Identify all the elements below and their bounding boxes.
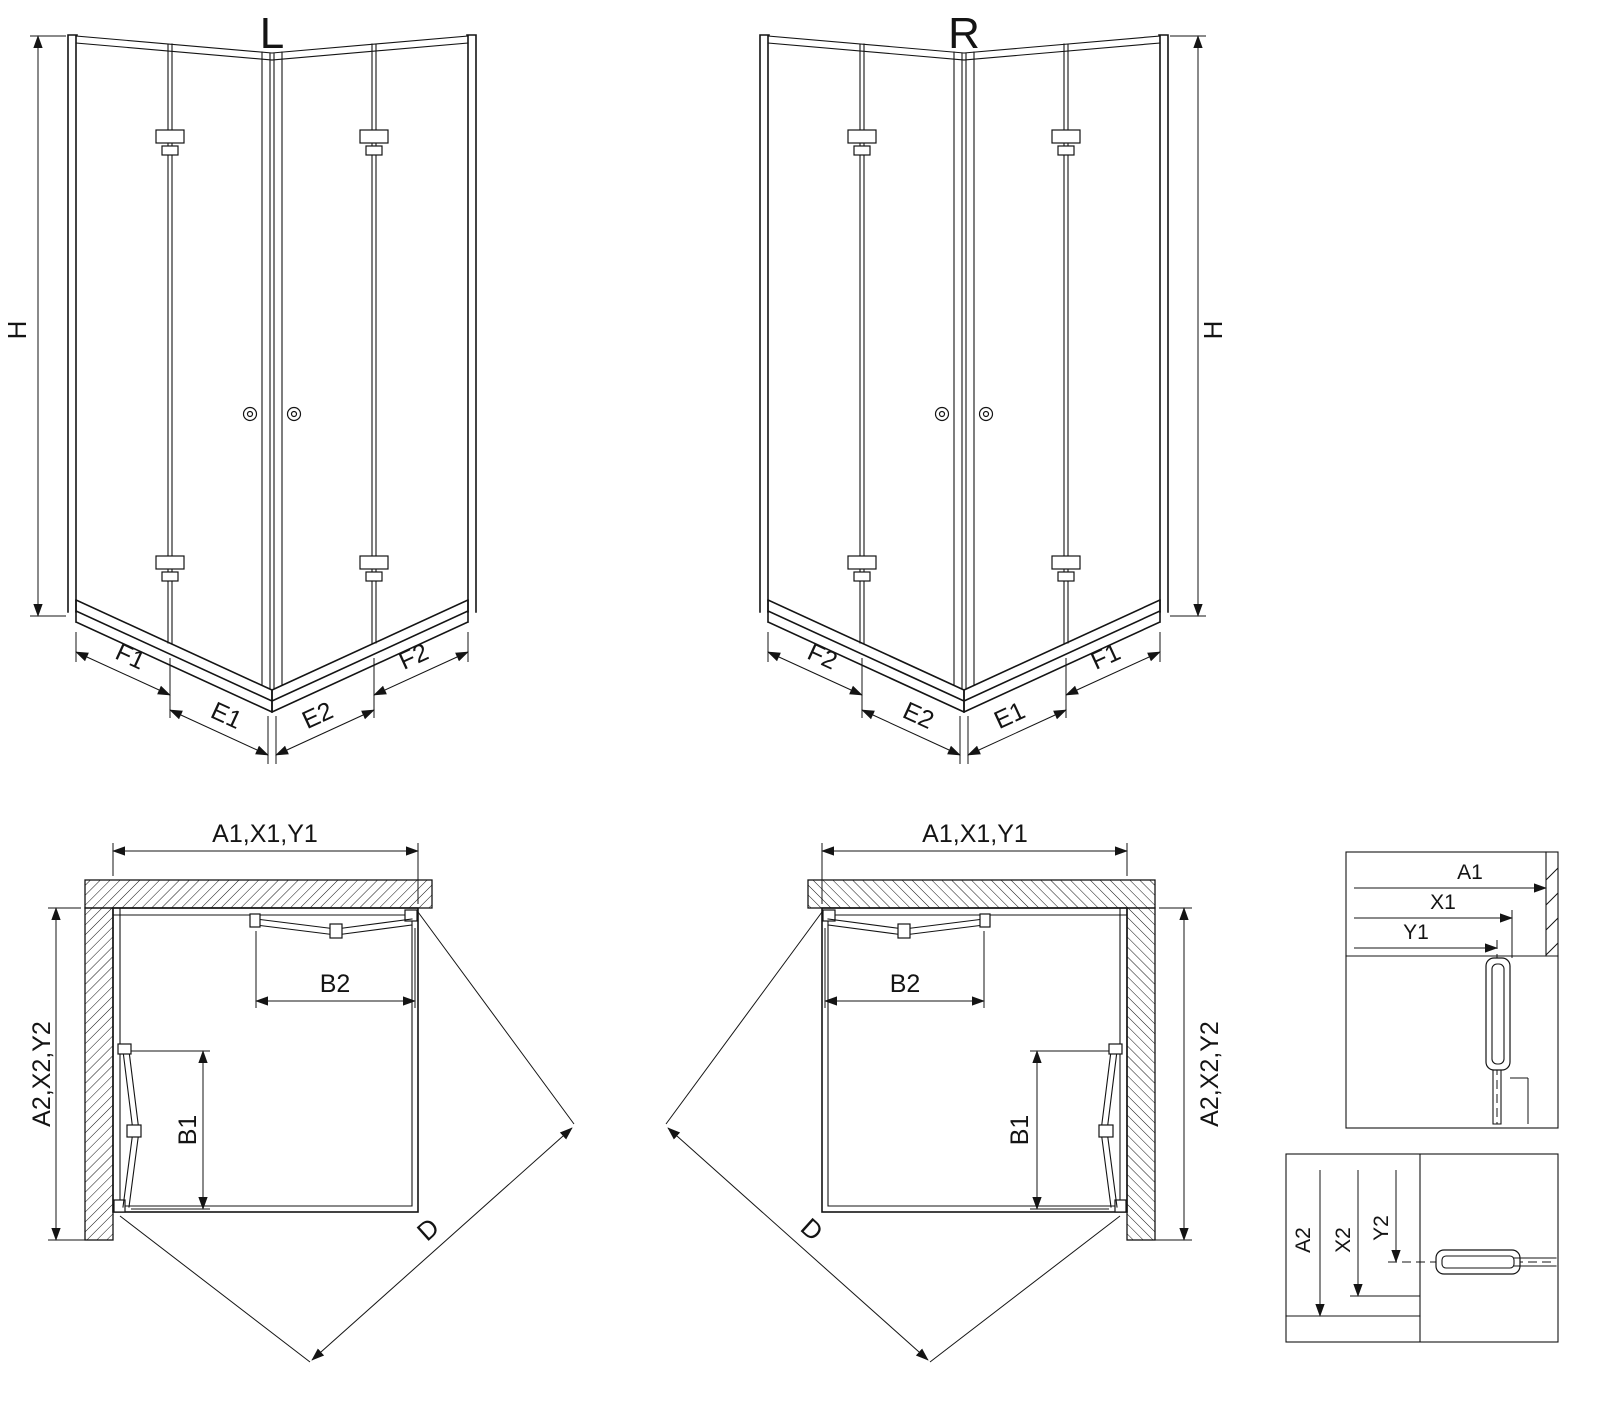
detail-wall-profile: A1 X1 Y1 [1345,851,1559,1129]
height-dim-linework-left [30,36,66,616]
floor-profile-inner [1441,1255,1515,1269]
plan-depth-label-right: A2,X2,Y2 [1196,1021,1224,1127]
detail-label-y1: Y1 [1403,921,1429,944]
height-dim-label-right: H [1198,321,1228,340]
plan-door-side-label-right: B1 [1006,1115,1034,1146]
plan-door-top-label-right: B2 [890,970,921,998]
plan-view-left: A1,X1,Y1 A2,X2,Y2 B2 B1 D [28,820,574,1362]
plan-door-top-label-left: B2 [320,970,351,998]
plan-width-label-right: A1,X1,Y1 [922,820,1028,848]
perspective-view-right: R H F2 E2 E1 F1 [760,9,1228,764]
detail-label-x1: X1 [1430,891,1456,914]
dim-label-f1-left: F1 [111,638,149,676]
detail-box [1345,851,1559,1129]
plan-view-right: A1,X1,Y1 A2,X2,Y2 B2 B1 D [666,820,1224,1362]
detail-box [1285,1153,1559,1343]
height-dim-label-left: H [2,321,32,340]
plan-linework-left [48,843,574,1362]
variant-label-right: R [948,9,980,58]
profile-foot [1510,1077,1529,1124]
detail-label-a1: A1 [1457,861,1483,884]
plan-depth-label-left: A2,X2,Y2 [28,1021,56,1127]
wall-hatch-ticks [1545,867,1559,956]
detail-label-y2: Y2 [1370,1215,1393,1241]
wall-profile-inner [1491,963,1505,1065]
detail-label-x2: X2 [1332,1227,1355,1253]
dim-label-f2-right: F2 [803,638,841,676]
perspective-view-left: L H F1 E1 E2 F2 [2,9,476,764]
variant-label-left: L [260,9,284,58]
detail-label-a2: A2 [1292,1227,1315,1253]
plan-door-side-label-left: B1 [174,1115,202,1146]
plan-width-label-left: A1,X1,Y1 [212,820,318,848]
wall-profile-section [1485,957,1511,1071]
dim-label-f1-right: F1 [1087,638,1125,676]
dim-label-f2-left: F2 [395,638,433,676]
glass-pane-lines [1513,1257,1557,1267]
plan-diagonal-label-right: D [795,1212,829,1247]
plan-linework-right [666,843,1192,1362]
glass-pane-lines [1492,1069,1502,1125]
detail-floor-profile: A2 X2 Y2 [1285,1153,1559,1343]
floor-profile-section [1435,1249,1521,1275]
plan-diagonal-label-left: D [411,1212,445,1247]
